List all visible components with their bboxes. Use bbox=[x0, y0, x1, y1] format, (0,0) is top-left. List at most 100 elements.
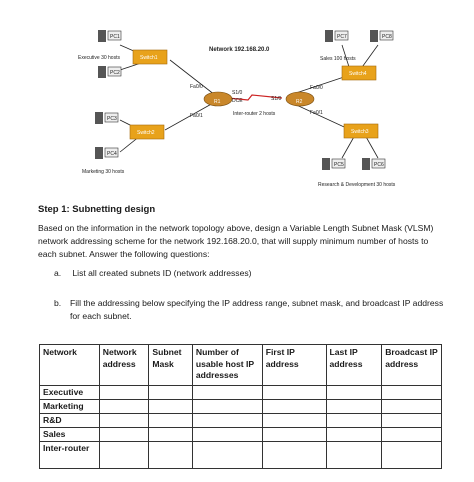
cell-input[interactable] bbox=[261, 427, 327, 442]
table-row: R&D bbox=[39, 413, 442, 428]
question-a-text: List all created subnets ID (network add… bbox=[72, 268, 252, 278]
pc3-label: PC3 bbox=[107, 116, 117, 122]
cell-input[interactable] bbox=[381, 441, 442, 469]
question-a-label: a. bbox=[54, 268, 62, 278]
pc4-label: PC4 bbox=[107, 151, 117, 157]
pc2-icon bbox=[98, 66, 122, 78]
cell-input[interactable] bbox=[381, 399, 442, 414]
col-usable-hosts: Number of usable host IP addresses bbox=[191, 344, 263, 386]
switch2-label: Switch2 bbox=[137, 130, 155, 136]
r1-s1-0-label: S1/0 bbox=[232, 90, 243, 96]
pc5-icon bbox=[322, 158, 346, 170]
addressing-table: Network Network address Subnet Mask Numb… bbox=[39, 344, 442, 469]
row-label-marketing: Marketing bbox=[39, 399, 100, 414]
question-b-text: Fill the addressing below specifying the… bbox=[70, 298, 444, 321]
col-last-ip: Last IP address bbox=[325, 344, 383, 386]
col-network-address: Network address bbox=[98, 344, 150, 386]
pc6-icon bbox=[362, 158, 386, 170]
router-r2-icon bbox=[285, 91, 315, 107]
pc3-icon bbox=[95, 112, 119, 124]
cell-input[interactable] bbox=[191, 427, 263, 442]
row-label-sales: Sales bbox=[39, 427, 100, 442]
col-subnet-mask: Subnet Mask bbox=[148, 344, 193, 386]
switch1-label: Switch1 bbox=[140, 55, 158, 61]
table-header-row: Network Network address Subnet Mask Numb… bbox=[39, 344, 442, 386]
col-network: Network bbox=[39, 344, 100, 386]
cell-input[interactable] bbox=[98, 385, 150, 400]
pc2-label: PC2 bbox=[110, 70, 120, 76]
cell-input[interactable] bbox=[191, 385, 263, 400]
cell-input[interactable] bbox=[325, 385, 383, 400]
cell-input[interactable] bbox=[381, 413, 442, 428]
question-a: a. List all created subnets ID (network … bbox=[54, 268, 252, 278]
pc8-label: PC8 bbox=[382, 34, 392, 40]
cell-input[interactable] bbox=[325, 399, 383, 414]
switch4-icon bbox=[341, 65, 377, 81]
cell-input[interactable] bbox=[325, 427, 383, 442]
rnd-label: Research & Development 30 hosts bbox=[318, 182, 396, 188]
pc5-label: PC5 bbox=[334, 162, 344, 168]
interrouter-label: Inter-router 2 hosts bbox=[233, 111, 276, 117]
cell-input[interactable] bbox=[148, 441, 193, 469]
switch3-label: Switch3 bbox=[351, 129, 369, 135]
pc6-label: PC6 bbox=[374, 162, 384, 168]
cell-input[interactable] bbox=[98, 413, 150, 428]
r2-fa0-0-label: Fa0/0 bbox=[310, 85, 323, 91]
router-r1-icon bbox=[203, 91, 233, 107]
cell-input[interactable] bbox=[191, 413, 263, 428]
switch1-icon bbox=[132, 49, 168, 65]
switch4-label: Switch4 bbox=[349, 71, 367, 77]
question-b-label: b. bbox=[54, 298, 62, 308]
network-topology-diagram: PC1 PC2 PC3 PC4 PC5 PC6 PC7 PC8 Switch1 … bbox=[78, 30, 396, 188]
intro-paragraph: Based on the information in the network … bbox=[38, 223, 434, 259]
cell-input[interactable] bbox=[98, 427, 150, 442]
pc8-icon bbox=[370, 30, 394, 42]
pc4-icon bbox=[95, 147, 119, 159]
executive-label: Executive 30 hosts bbox=[78, 55, 120, 61]
serial-link bbox=[227, 94, 283, 101]
row-label-inter-router: Inter-router bbox=[39, 441, 100, 469]
table-row: Inter-router bbox=[39, 441, 442, 469]
r1-fa0-0-label: Fa0/0 bbox=[190, 84, 203, 90]
cell-input[interactable] bbox=[381, 385, 442, 400]
cell-input[interactable] bbox=[191, 399, 263, 414]
cell-input[interactable] bbox=[191, 441, 263, 469]
pc7-label: PC7 bbox=[337, 34, 347, 40]
r2-s1-0-label: S1/0 bbox=[271, 96, 282, 102]
cell-input[interactable] bbox=[148, 399, 193, 414]
cell-input[interactable] bbox=[148, 427, 193, 442]
cell-input[interactable] bbox=[325, 441, 383, 469]
table-row: Sales bbox=[39, 427, 442, 442]
cell-input[interactable] bbox=[261, 385, 327, 400]
router-r2-label: R2 bbox=[296, 99, 303, 105]
network-label: Network 192.168.20.0 bbox=[209, 47, 270, 53]
row-label-executive: Executive bbox=[39, 385, 100, 400]
cell-input[interactable] bbox=[381, 427, 442, 442]
row-label-rnd: R&D bbox=[39, 413, 100, 428]
pc7-icon bbox=[325, 30, 349, 42]
table-row: Executive bbox=[39, 385, 442, 400]
question-b: b. Fill the addressing below specifying t… bbox=[54, 297, 449, 323]
switch2-icon bbox=[129, 124, 165, 140]
r1-fa0-1-label: Fa0/1 bbox=[190, 113, 203, 119]
cell-input[interactable] bbox=[98, 399, 150, 414]
router-r1-label: R1 bbox=[214, 99, 221, 105]
switch3-icon bbox=[343, 123, 379, 139]
cell-input[interactable] bbox=[148, 413, 193, 428]
cell-input[interactable] bbox=[325, 413, 383, 428]
col-first-ip: First IP address bbox=[261, 344, 327, 386]
cell-input[interactable] bbox=[148, 385, 193, 400]
r2-fa0-1-label: Fa0/1 bbox=[310, 110, 323, 116]
pc1-label: PC1 bbox=[110, 34, 120, 40]
cell-input[interactable] bbox=[98, 441, 150, 469]
step-heading: Step 1: Subnetting design bbox=[38, 204, 156, 215]
pc1-icon bbox=[98, 30, 122, 42]
r1-dce-label: DCE bbox=[232, 98, 243, 104]
marketing-label: Marketing 30 hosts bbox=[82, 169, 125, 175]
table-row: Marketing bbox=[39, 399, 442, 414]
sales-label: Sales 100 hosts bbox=[320, 56, 356, 62]
col-broadcast: Broadcast IP address bbox=[381, 344, 442, 386]
cell-input[interactable] bbox=[261, 399, 327, 414]
cell-input[interactable] bbox=[261, 413, 327, 428]
cell-input[interactable] bbox=[261, 441, 327, 469]
